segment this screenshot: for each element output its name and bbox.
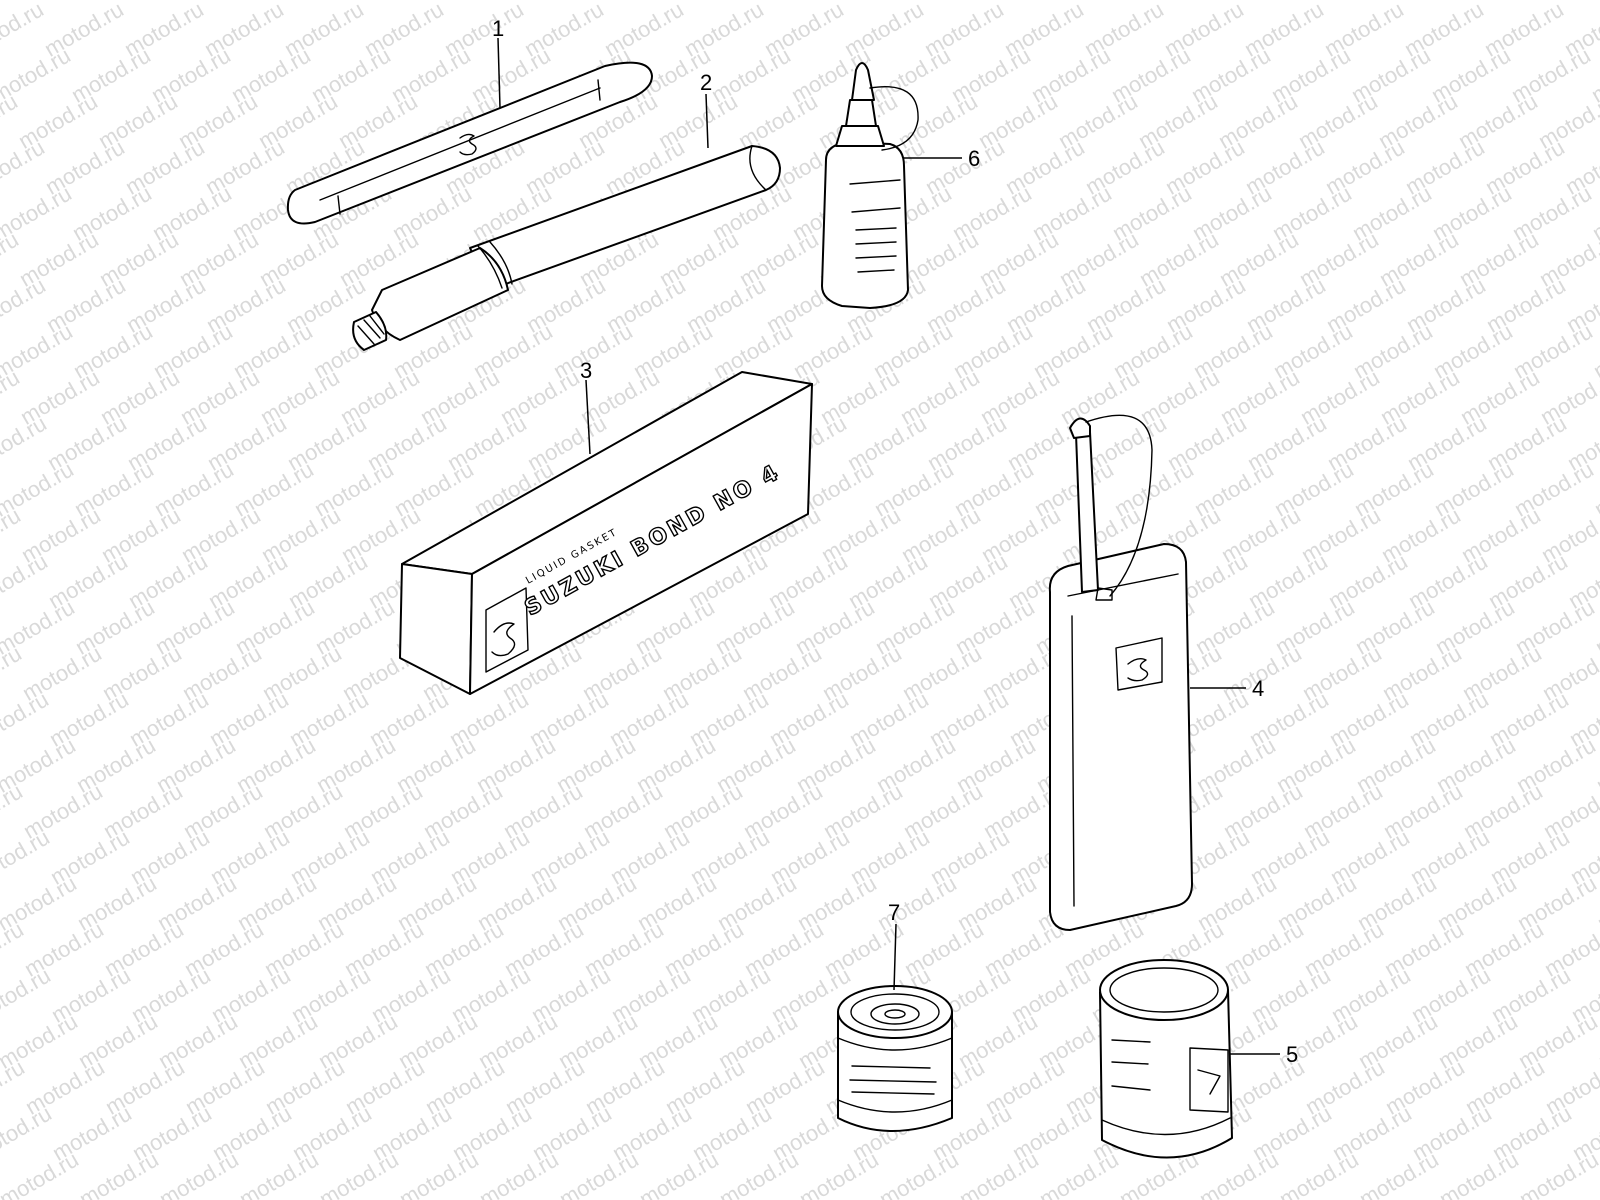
callout-7: 7 <box>888 900 900 925</box>
part-5-large-can <box>1099 959 1280 1159</box>
callout-5: 5 <box>1286 1042 1298 1067</box>
callout-1: 1 <box>492 16 504 41</box>
part-7-small-can <box>837 923 953 1132</box>
part-4-oil-can <box>1048 414 1246 931</box>
callout-2: 2 <box>700 70 712 95</box>
callout-4: 4 <box>1252 676 1264 701</box>
part-2-tube <box>352 93 781 351</box>
part-1-spatula <box>286 37 653 225</box>
suzuki-logo-icon <box>1127 657 1149 682</box>
suzuki-logo-icon <box>491 622 516 657</box>
callout-6: 6 <box>968 146 980 171</box>
part-6-bottle <box>821 62 962 309</box>
callout-3: 3 <box>580 358 592 383</box>
part-3-box: SUZUKI BOND NO 4 LIQUID GASKET <box>399 371 813 695</box>
suzuki-logo-icon <box>459 133 477 156</box>
